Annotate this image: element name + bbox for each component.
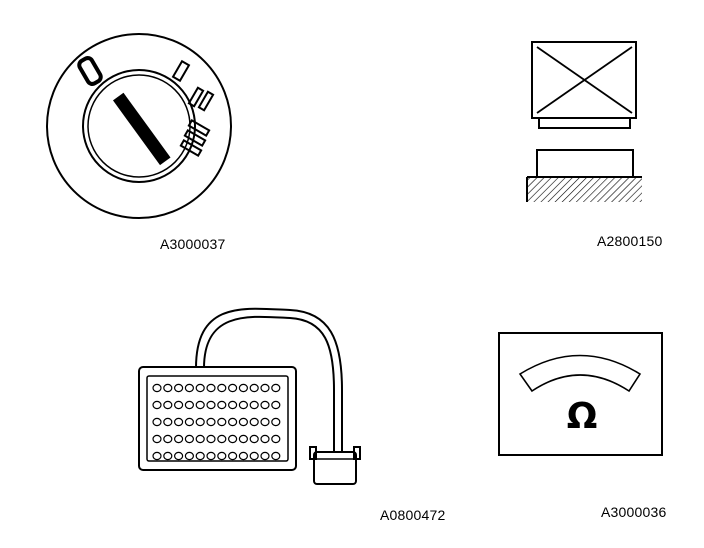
connector-clip-left [309, 446, 317, 460]
socket-hole [206, 400, 216, 410]
socket-hole [184, 417, 194, 427]
ohmmeter-illustration: Ω [498, 332, 663, 456]
ohmmeter-scale-arc [518, 354, 642, 393]
figure-label-ohmmeter: A3000036 [601, 504, 667, 520]
socket-hole [184, 383, 194, 393]
relay-socket-illustration [526, 41, 642, 202]
socket-hole [271, 434, 281, 444]
test-box-cable-inner [203, 315, 335, 452]
ohmmeter-frame [498, 332, 663, 456]
socket-hole [228, 400, 238, 410]
socket-hole [195, 451, 205, 461]
figure-label-test-box: A0800472 [380, 507, 446, 523]
socket-hole [195, 400, 205, 410]
socket-hole [152, 383, 162, 393]
socket-hole [249, 417, 259, 427]
socket-hole [206, 434, 216, 444]
socket-hole [217, 434, 227, 444]
socket-hole [238, 400, 248, 410]
socket-hole [152, 451, 162, 461]
socket-hole [249, 383, 259, 393]
socket-hole [217, 400, 227, 410]
socket-hole [260, 434, 270, 444]
socket-hole [238, 383, 248, 393]
position-marker-2b [197, 90, 215, 112]
socket-hole [152, 417, 162, 427]
socket-hole [163, 451, 173, 461]
socket-hole [174, 434, 184, 444]
relay-cross-2 [536, 46, 633, 114]
socket-hole [228, 434, 238, 444]
socket-hole [206, 451, 216, 461]
connector-clip-right [353, 446, 361, 460]
socket-hole [174, 400, 184, 410]
socket-hole [195, 434, 205, 444]
socket-hole [249, 451, 259, 461]
socket-hole [163, 383, 173, 393]
socket-hole [271, 400, 281, 410]
socket-hole [249, 434, 259, 444]
socket-hatched-base [527, 177, 642, 202]
position-zero-marker [77, 56, 103, 86]
figure-label-ignition-switch: A3000037 [160, 236, 226, 252]
socket-hole [238, 451, 248, 461]
socket-hole [228, 417, 238, 427]
position-marker-3a [179, 139, 203, 157]
switch-inner-ring [82, 69, 196, 183]
socket-hole [238, 417, 248, 427]
socket-hole [152, 400, 162, 410]
test-box-panel [146, 375, 289, 462]
test-box-cable-outer [195, 307, 343, 452]
socket-hole [163, 417, 173, 427]
socket-body [536, 149, 634, 178]
socket-hole [271, 417, 281, 427]
position-marker-1 [171, 59, 191, 83]
socket-hole [174, 417, 184, 427]
relay-base-lip [538, 117, 631, 129]
socket-hole [195, 383, 205, 393]
socket-hole [260, 383, 270, 393]
socket-hole [217, 383, 227, 393]
key-slot-icon [112, 92, 171, 166]
socket-hole [206, 417, 216, 427]
socket-hole [238, 434, 248, 444]
socket-hole [271, 451, 281, 461]
test-box-sockets [152, 383, 281, 461]
socket-hole [206, 383, 216, 393]
socket-hole [163, 400, 173, 410]
socket-hole [271, 383, 281, 393]
socket-hole [260, 451, 270, 461]
test-box-illustration [138, 307, 361, 485]
socket-hole [260, 417, 270, 427]
position-marker-3c [187, 119, 211, 137]
socket-hole [217, 417, 227, 427]
socket-hole [152, 434, 162, 444]
position-marker-2a [187, 86, 205, 108]
socket-hole [228, 383, 238, 393]
socket-hole [217, 451, 227, 461]
socket-hole [260, 400, 270, 410]
socket-hole [184, 400, 194, 410]
connector-plug [313, 451, 357, 485]
switch-outer-ring [46, 33, 232, 219]
socket-hole [163, 434, 173, 444]
socket-hole [184, 434, 194, 444]
socket-hole [184, 451, 194, 461]
socket-hole [228, 451, 238, 461]
figure-label-relay-socket: A2800150 [597, 233, 663, 249]
socket-hole [195, 417, 205, 427]
socket-hole [174, 383, 184, 393]
test-box-body [138, 366, 297, 471]
position-marker-3b [183, 129, 207, 147]
socket-hole [174, 451, 184, 461]
ohm-symbol-icon: Ω [567, 396, 598, 437]
ignition-switch-illustration [46, 33, 232, 219]
socket-hole [249, 400, 259, 410]
